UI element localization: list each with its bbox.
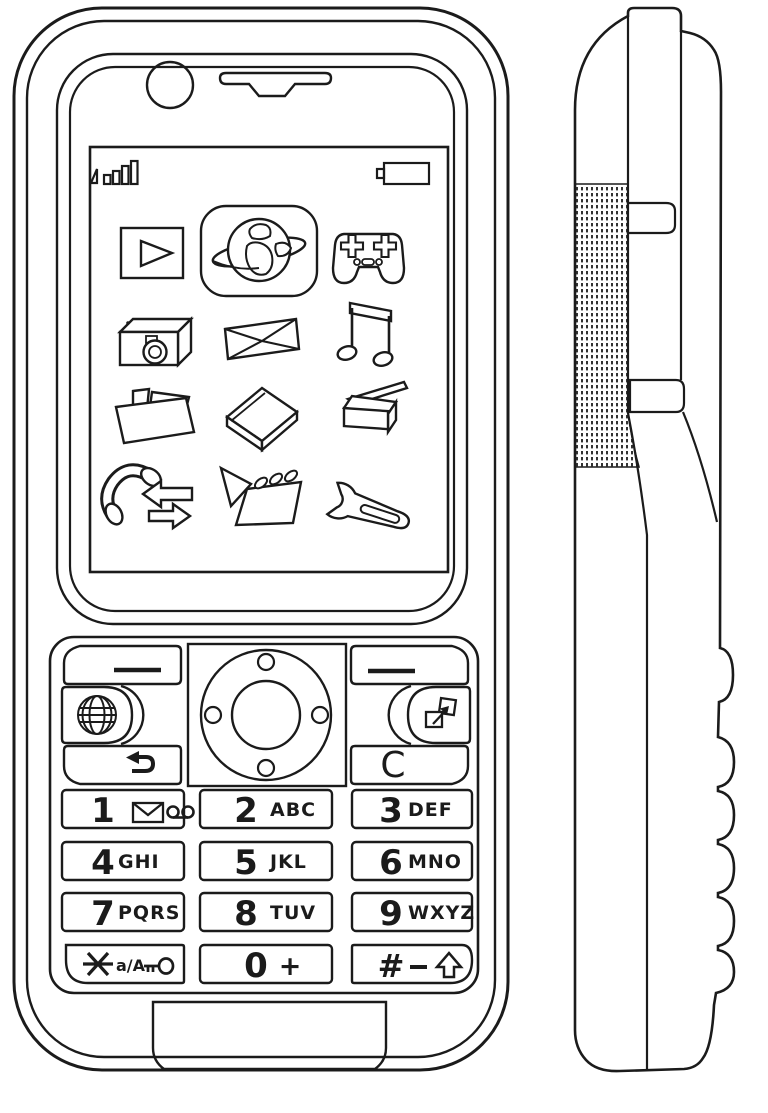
svg-text:GHI: GHI [118,851,160,873]
voicemail-icon [166,805,195,819]
battery-icon [375,161,431,186]
key-1[interactable]: 1 [60,788,195,831]
key-9[interactable]: 9 WXYZ [350,891,475,934]
dpad-down-dot[interactable] [256,758,276,778]
clear-key-label: C [380,745,405,786]
app-icon-music[interactable] [336,301,394,368]
number-keys: 1 2 ABC 3 DEF 4 GHI [60,788,475,986]
key-2[interactable]: 2 ABC [198,788,334,831]
left-soft-key[interactable] [62,644,183,686]
speaker-grille [218,71,333,98]
svg-text:JKL: JKL [268,851,307,873]
key-8[interactable]: 8 TUV [198,891,334,934]
app-icon-book[interactable] [225,386,299,453]
key-lock-icon [144,957,175,975]
side-strap-tab [626,201,677,235]
svg-text:a/A: a/A [116,956,146,975]
side-key-tab [628,378,686,414]
dpad-left-dot[interactable] [203,705,223,725]
key-5[interactable]: 5 JKL [198,840,334,883]
svg-text:#: # [378,947,405,985]
key-3[interactable]: 3 DEF [350,788,474,831]
right-nav-cluster: C [349,644,472,786]
dpad [186,642,348,788]
app-icon-browser-selected[interactable] [199,204,319,298]
svg-text:4: 4 [91,843,115,883]
svg-text:TUV: TUV [270,902,316,924]
key-6[interactable]: 6 MNO [350,840,474,883]
front-camera-lens [145,60,195,110]
app-icon-utility-box[interactable] [341,380,409,436]
dpad-right-dot[interactable] [310,705,330,725]
back-key[interactable] [62,744,183,786]
asterisk-icon [83,951,113,977]
app-icon-call-log[interactable] [100,463,194,531]
svg-text:WXYZ: WXYZ [408,902,475,924]
keypad-frame [48,635,480,995]
right-soft-key[interactable] [349,644,470,686]
svg-text:9: 9 [379,894,403,934]
signal-strength-icon [89,159,139,186]
svg-text:ABC: ABC [270,799,316,821]
svg-text:1: 1 [91,791,115,831]
svg-text:7: 7 [91,894,115,934]
svg-text:6: 6 [379,843,403,883]
phone-body-inner-line [25,19,497,1059]
key-7[interactable]: 7 PQRS [60,891,186,934]
side-front-edge-line [626,16,649,1069]
app-icon-games[interactable] [331,232,406,285]
arrow-left [140,478,194,510]
back-arrow-icon [126,751,156,773]
app-icon-camera[interactable] [117,316,194,368]
side-body-outline [573,6,736,1073]
dpad-up-dot[interactable] [256,652,276,672]
svg-text:+: + [279,951,302,982]
app-grid [100,204,414,541]
gap-arc-right [387,684,412,746]
gap-arc [120,684,145,746]
orbit-ring-front [212,260,260,270]
app-icon-tools[interactable] [325,481,414,541]
left-nav-cluster [60,644,183,786]
app-icon-notes[interactable] [219,465,303,527]
svg-text:PQRS: PQRS [118,902,180,924]
key-hash[interactable]: # [350,943,474,985]
globe-icon [77,695,117,735]
bottom-strip [151,1000,388,1071]
svg-text:3: 3 [379,791,403,831]
clear-key[interactable] [349,744,470,786]
app-icon-folder[interactable] [114,387,196,445]
svg-text:8: 8 [234,894,258,934]
envelope-icon [131,801,165,824]
side-inner-edge-line [679,31,719,523]
key-star[interactable]: a/A [64,943,186,985]
selection-highlight [199,204,319,298]
svg-text:DEF: DEF [408,799,453,821]
arrow-right [147,501,193,531]
shift-icon [434,951,464,979]
phone-side-view [573,6,736,1073]
faceplate-outline [55,52,469,626]
svg-text:0: 0 [244,946,268,986]
phone-front-view: C 1 2 ABC 3 DEF [12,6,510,1072]
app-icon-media-player[interactable] [119,226,185,280]
screen [88,145,450,574]
faceplate-inner-line [68,65,456,613]
svg-text:5: 5 [234,843,258,883]
app-icon-mail[interactable] [223,317,301,361]
key-0[interactable]: 0 + [198,943,334,986]
dpad-center-button[interactable] [230,679,302,751]
status-bar [89,159,431,186]
svg-text:MNO: MNO [408,851,462,873]
open-in-new-icon [424,696,458,729]
svg-text:2: 2 [234,791,258,831]
key-4[interactable]: 4 GHI [60,840,186,883]
